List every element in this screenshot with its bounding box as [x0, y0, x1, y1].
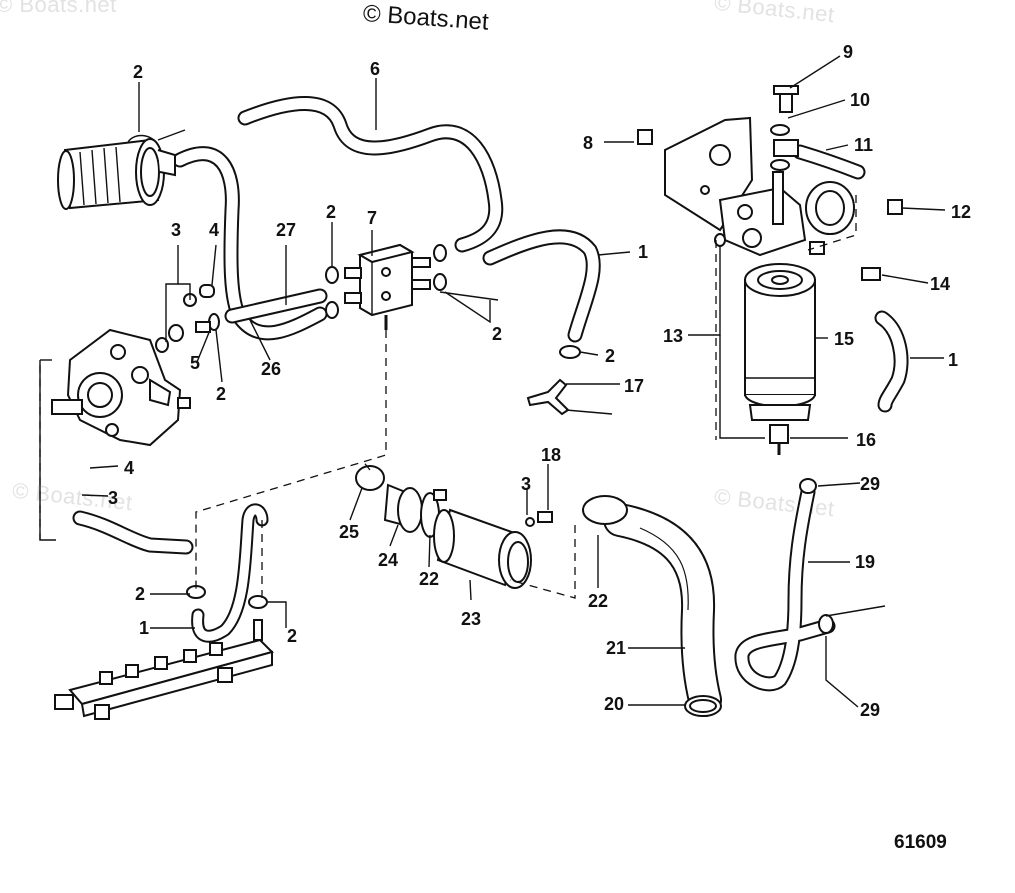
callout-16: 16: [856, 430, 876, 450]
tube-27: [224, 288, 328, 324]
callout-29: 29: [860, 474, 880, 494]
callout-5: 5: [190, 353, 200, 373]
callout-22: 22: [419, 569, 439, 589]
callout-3: 3: [108, 488, 118, 508]
callout-10: 10: [850, 90, 870, 110]
callout-20: 20: [604, 694, 624, 714]
filter-23-assembly: [355, 465, 628, 589]
callout-26: 26: [261, 359, 281, 379]
high-pressure-pump: [51, 328, 191, 447]
callout-29: 29: [860, 700, 880, 720]
y-fitting-17: [526, 378, 613, 416]
callout-2: 2: [216, 384, 226, 404]
callout-4: 4: [209, 220, 219, 240]
callout-1: 1: [948, 350, 958, 370]
hose-19: [734, 484, 836, 692]
callout-24: 24: [378, 550, 398, 570]
hose-6: [237, 96, 504, 253]
callout-7: 7: [367, 208, 377, 228]
hose-clamps: [155, 244, 834, 717]
callout-15: 15: [834, 329, 854, 349]
hose-1-right: [874, 310, 909, 413]
callout-14: 14: [930, 274, 950, 294]
callout-9: 9: [843, 42, 853, 62]
callout-17: 17: [624, 376, 644, 396]
callout-2: 2: [287, 626, 297, 646]
callout-1: 1: [139, 618, 149, 638]
inline-filter-top-left: [57, 129, 186, 210]
callout-22: 22: [588, 591, 608, 611]
hose-upper-left: [172, 146, 328, 341]
callout-18: 18: [541, 445, 561, 465]
callout-23: 23: [461, 609, 481, 629]
hose-pump-return: [72, 510, 194, 555]
callout-27: 27: [276, 220, 296, 240]
fuel-rail: [54, 619, 274, 720]
callout-6: 6: [370, 59, 380, 79]
callout-2: 2: [326, 202, 336, 222]
drawing-number: 61609: [894, 832, 947, 853]
filter-head-assembly: [637, 85, 903, 281]
callout-labels: 2 6 9 10 11 8 12 3 4 27 2 7 1 14 13 15 5…: [108, 42, 971, 720]
callout-11: 11: [854, 135, 873, 155]
valve-block-7: [344, 243, 431, 330]
dashed-guides: [39, 195, 857, 602]
hose-1-lower-left: [191, 503, 269, 643]
callout-3: 3: [171, 220, 181, 240]
callout-21: 21: [606, 638, 626, 658]
callout-4: 4: [124, 458, 134, 478]
callout-13: 13: [663, 326, 683, 346]
watermark: © Boats.net: [0, 0, 117, 17]
fuel-filter-15: [744, 263, 816, 455]
hose-1-upper: [482, 229, 601, 343]
callout-2: 2: [135, 584, 145, 604]
callout-19: 19: [855, 552, 875, 572]
hose-11: [792, 144, 866, 180]
callout-1: 1: [638, 242, 648, 262]
callout-25: 25: [339, 522, 359, 542]
callout-2: 2: [492, 324, 502, 344]
callout-8: 8: [583, 133, 593, 153]
callout-12: 12: [951, 202, 971, 222]
callout-2: 2: [133, 62, 143, 82]
hose-21: [603, 503, 722, 717]
callout-2: 2: [605, 346, 615, 366]
callout-3: 3: [521, 474, 531, 494]
